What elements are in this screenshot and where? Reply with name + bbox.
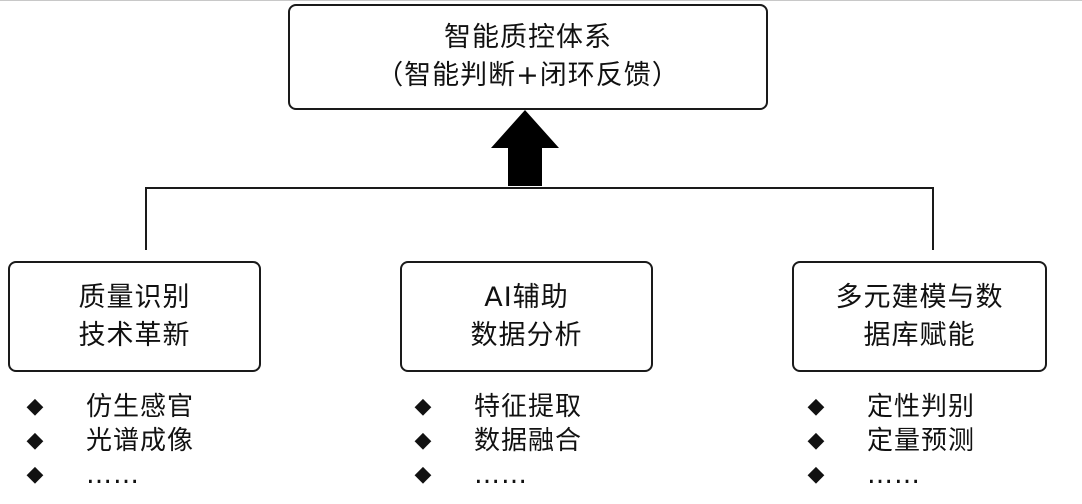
- bullet-list-left: ◆ 仿生感官 ◆ 光谱成像 ◆ ……: [22, 390, 194, 492]
- list-item-text: ……: [86, 460, 140, 490]
- list-item: ◆ 仿生感官: [22, 390, 194, 424]
- top-border-line: [0, 0, 1082, 1]
- diamond-bullet-icon: ◆: [414, 394, 432, 419]
- box-right-line1: 多元建模与数: [835, 281, 1004, 313]
- box-ai-data-analysis: AI辅助 数据分析: [400, 261, 653, 372]
- diamond-bullet-icon: ◆: [26, 462, 44, 487]
- diamond-bullet-icon: ◆: [807, 428, 825, 453]
- list-item: ◆ ……: [803, 458, 975, 492]
- list-item: ◆ 光谱成像: [22, 424, 194, 458]
- list-item-text: 仿生感官: [86, 392, 195, 422]
- list-item: ◆ ……: [22, 458, 194, 492]
- list-item: ◆ 定性判别: [803, 390, 975, 424]
- diamond-bullet-icon: ◆: [414, 462, 432, 487]
- box-mid-line1: AI辅助: [484, 281, 569, 313]
- list-item: ◆ ……: [410, 458, 582, 492]
- box-left-line2: 技术革新: [78, 319, 191, 351]
- list-item-text: 特征提取: [474, 392, 583, 422]
- box-multi-modeling-database: 多元建模与数 据库赋能: [792, 261, 1047, 372]
- box-quality-recognition: 质量识别 技术革新: [8, 261, 261, 372]
- diamond-bullet-icon: ◆: [26, 428, 44, 453]
- list-item: ◆ 定量预测: [803, 424, 975, 458]
- box-right-line2: 据库赋能: [863, 319, 976, 351]
- diamond-bullet-icon: ◆: [807, 462, 825, 487]
- box-left-line1: 质量识别: [78, 281, 191, 313]
- bullet-list-right: ◆ 定性判别 ◆ 定量预测 ◆ ……: [803, 390, 975, 492]
- top-box-intelligent-qc-system: 智能质控体系 （智能判断+闭环反馈）: [288, 4, 768, 110]
- list-item: ◆ 数据融合: [410, 424, 582, 458]
- diamond-bullet-icon: ◆: [26, 394, 44, 419]
- top-box-subtitle: （智能判断+闭环反馈）: [376, 60, 680, 91]
- diamond-bullet-icon: ◆: [414, 428, 432, 453]
- list-item-text: 数据融合: [474, 426, 583, 456]
- list-item-text: 定量预测: [867, 426, 976, 456]
- box-mid-line2: 数据分析: [470, 319, 583, 351]
- list-item: ◆ 特征提取: [410, 390, 582, 424]
- diamond-bullet-icon: ◆: [807, 394, 825, 419]
- list-item-text: 光谱成像: [86, 426, 195, 456]
- list-item-text: ……: [867, 460, 921, 490]
- top-box-title: 智能质控体系: [444, 22, 612, 53]
- bullet-list-middle: ◆ 特征提取 ◆ 数据融合 ◆ ……: [410, 390, 582, 492]
- up-arrow-icon: [491, 110, 559, 186]
- list-item-text: ……: [474, 460, 528, 490]
- list-item-text: 定性判别: [867, 392, 976, 422]
